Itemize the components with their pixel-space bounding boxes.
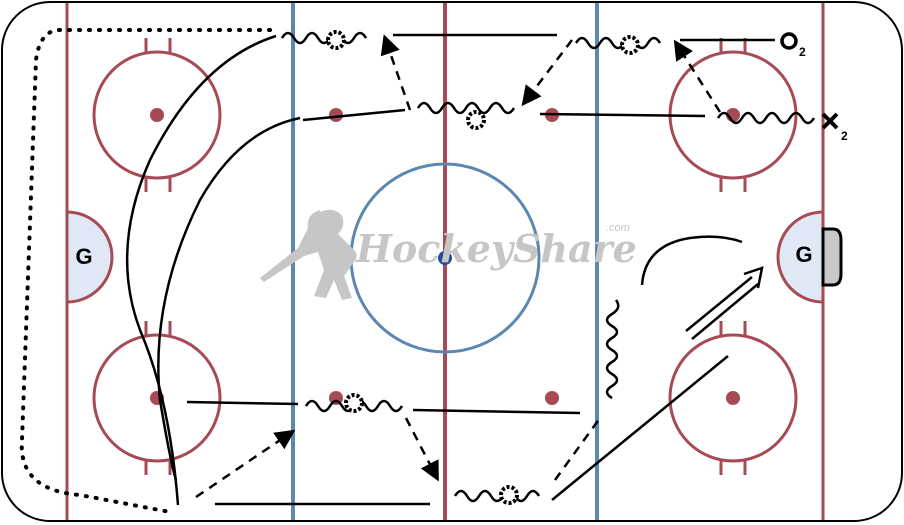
goalie-right: G bbox=[795, 242, 812, 267]
goalie-left: G bbox=[75, 244, 92, 269]
pass-arrows bbox=[195, 34, 722, 499]
hockeyshare-watermark: HockeyShare .com bbox=[260, 209, 637, 300]
dotted-skate-path bbox=[19, 28, 272, 514]
watermark-text: HockeyShare bbox=[355, 226, 637, 271]
player-o-icon bbox=[780, 32, 798, 50]
skate-paths bbox=[125, 33, 775, 506]
puck-markers bbox=[326, 30, 640, 505]
faceoff-circle-top-left bbox=[92, 38, 222, 192]
player-o-number: 2 bbox=[799, 45, 806, 59]
watermark-domain: .com bbox=[606, 222, 630, 234]
player-x-icon bbox=[821, 112, 839, 130]
faceoff-circle-bottom-right bbox=[668, 321, 798, 475]
faceoff-circle-bottom-left bbox=[92, 321, 222, 475]
center-faceoff-dot bbox=[438, 251, 452, 265]
right-goal-crease bbox=[776, 210, 825, 304]
player-o2: 2 bbox=[780, 32, 806, 59]
left-goal-crease bbox=[65, 210, 114, 304]
player-x2: 2 bbox=[821, 112, 848, 143]
right-goal-net bbox=[821, 227, 843, 287]
watermark-player-silhouette bbox=[260, 209, 357, 300]
player-x-number: 2 bbox=[841, 129, 848, 143]
shot-arrow bbox=[685, 266, 764, 340]
